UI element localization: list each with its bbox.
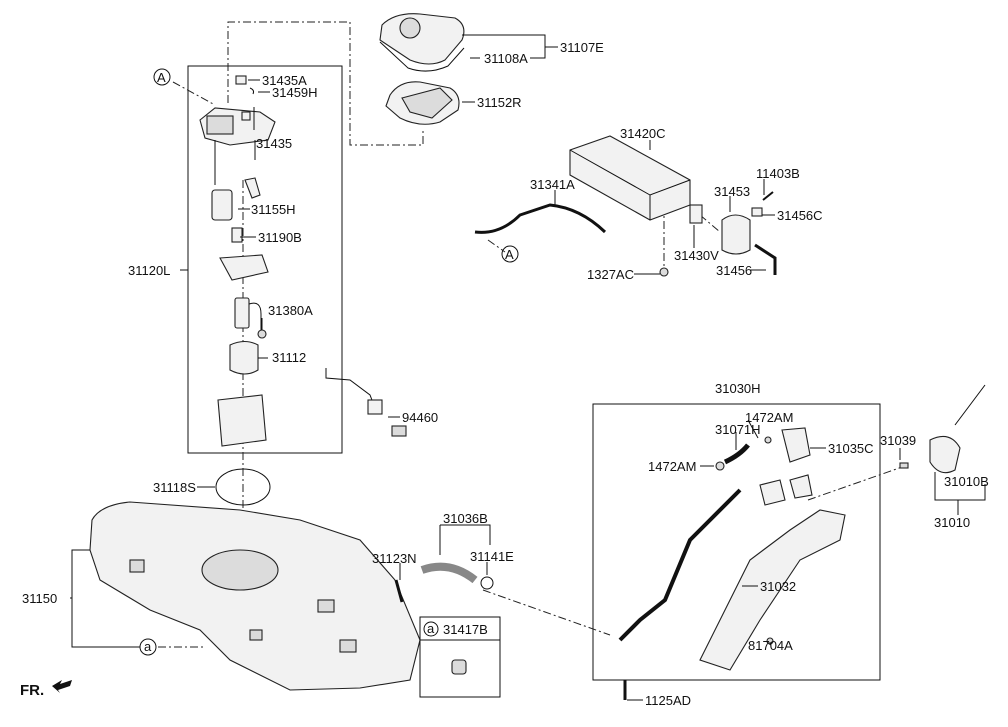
fuel-tank [89, 501, 421, 691]
ref-marker-A-label: A [157, 70, 166, 85]
callout-1327AC[interactable]: 1327AC [587, 267, 634, 282]
ref-marker-A [153, 68, 171, 86]
callout-31430V[interactable]: 31430V [674, 248, 719, 263]
vapor-hose [474, 203, 607, 234]
callout-1472AM[interactable]: 1472AM [745, 410, 793, 425]
callout-31039[interactable]: 31039 [880, 433, 916, 448]
check-valve [231, 227, 243, 243]
connection-line [227, 21, 424, 146]
plug-box [419, 616, 501, 698]
pump-bracket [219, 254, 269, 281]
callout-94460[interactable]: 94460 [402, 410, 438, 425]
callout-31150[interactable]: 31150 [22, 591, 57, 606]
callout-31107E[interactable]: 31107E [560, 40, 604, 55]
fuel-filler-door [929, 435, 961, 474]
filler-neck-protector [699, 509, 846, 671]
connection-line [172, 81, 216, 106]
connection-line [699, 214, 721, 233]
drain-plug [451, 659, 467, 675]
ref-marker-A-label: A [505, 247, 514, 262]
callout-31380A[interactable]: 31380A [268, 303, 313, 318]
callout-31112[interactable]: 31112 [272, 350, 306, 365]
vent-hose [754, 243, 777, 275]
filler-hose [420, 562, 478, 584]
callout-31035C[interactable]: 31035C [828, 441, 874, 456]
callout-31435A[interactable]: 31435A [262, 73, 307, 88]
pressure-regulator [257, 329, 267, 339]
front-arrow-icon [52, 680, 72, 693]
connection-line [482, 589, 611, 636]
callout-31453[interactable]: 31453 [714, 184, 750, 199]
callout-31120L[interactable]: 31120L [128, 263, 170, 278]
canister [569, 135, 691, 221]
callout-31030H[interactable]: 31030H [715, 381, 761, 396]
reservoir-cup [217, 394, 267, 447]
bolt [762, 191, 774, 201]
callout-31341A[interactable]: 31341A [530, 177, 575, 192]
callout-31456[interactable]: 31456 [716, 263, 752, 278]
fuel-pump-module [199, 75, 276, 199]
filler-neck [618, 427, 813, 642]
ref-marker-a-label: a [427, 621, 435, 636]
callout-31071H[interactable]: 31071H [715, 422, 761, 437]
callout-31459H[interactable]: 31459H [272, 85, 318, 100]
callout-31155H[interactable]: 31155H [251, 202, 296, 217]
hose-clamp [480, 576, 494, 590]
callout-31456C[interactable]: 31456C [777, 208, 823, 223]
callout-31036B[interactable]: 31036B [443, 511, 488, 526]
gasket [215, 468, 271, 506]
filler-neck-assembly-box [592, 403, 881, 681]
valve [689, 204, 703, 224]
ref-marker-A [501, 245, 519, 263]
callout-31108A[interactable]: 31108A [484, 51, 528, 66]
ref-marker-a [423, 621, 439, 637]
callout-31032[interactable]: 31032 [760, 579, 796, 594]
fuel-pump-motor [234, 297, 250, 329]
lock-ring [385, 81, 460, 125]
fuel-level-sender [325, 368, 407, 437]
callout-31152R[interactable]: 31152R [477, 95, 522, 110]
fuel-pump-assembly-box [187, 65, 343, 454]
callout-1472AM[interactable]: 1472AM [648, 459, 696, 474]
nut [659, 267, 669, 277]
connection-line [487, 239, 506, 253]
connection-line [807, 465, 906, 501]
callout-31417B[interactable]: 31417B [443, 622, 488, 637]
callout-31010B[interactable]: 31010B [944, 474, 989, 489]
bumper [899, 462, 909, 469]
ref-marker-a-label: a [144, 639, 152, 654]
canister-filter [721, 214, 751, 255]
callout-31420C[interactable]: 31420C [620, 126, 666, 141]
callout-31123N[interactable]: 31123N [372, 551, 417, 566]
bracket [751, 207, 763, 217]
callout-31010[interactable]: 31010 [934, 515, 970, 530]
callout-11403B[interactable]: 11403B [756, 166, 800, 181]
callout-labels: 31107E 31108A 31152R 31435A 31459H 31435… [22, 40, 989, 708]
callout-31190B[interactable]: 31190B [258, 230, 302, 245]
callout-1125AD[interactable]: 1125AD [645, 693, 691, 708]
front-direction-label: FR. [20, 682, 44, 699]
callout-31435[interactable]: 31435 [256, 136, 292, 151]
fuel-filter [211, 189, 233, 221]
ref-marker-a [139, 638, 157, 656]
reservoir [229, 340, 259, 375]
callout-81704A[interactable]: 81704A [748, 638, 793, 653]
fuel-pump-cover [379, 13, 465, 72]
opener-cable [954, 384, 986, 426]
hose-clip [394, 579, 404, 603]
callout-31141E[interactable]: 31141E [470, 549, 514, 564]
callout-31118S[interactable]: 31118S [153, 480, 196, 495]
